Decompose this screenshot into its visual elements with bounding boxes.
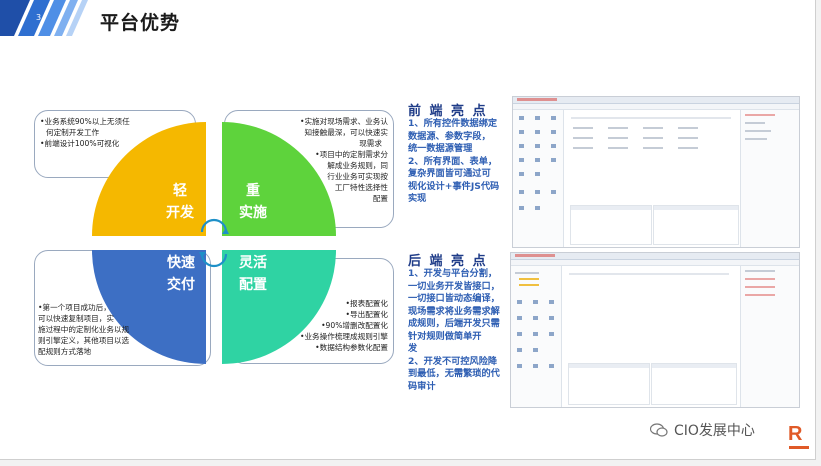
backend-body: 1、开发与平台分割， 一切业务开发皆接口， 一切接口皆动态编译， 现场需求将业务… [408, 268, 500, 392]
quadrant-top-left [92, 122, 206, 236]
header-stripes [0, 0, 88, 36]
text-top-left: •业务系统90%以上无须任 何定制开发工作 •前端设计100%可视化 [40, 117, 130, 148]
company-logo: R [788, 423, 809, 449]
backend-rule-screenshot [510, 252, 800, 408]
center-arc-bottom [200, 253, 228, 268]
quadrant-diagram [92, 122, 336, 364]
frontend-body: 1、所有控件数据绑定 数据源、参数字段， 统一数据源管理 2、所有界面、表单， … [408, 118, 500, 204]
wechat-icon [650, 423, 668, 437]
frontend-designer-screenshot [512, 96, 800, 248]
backend-heading: 后 端 亮 点 [408, 254, 488, 269]
slide-number: 3 [36, 13, 42, 22]
page-title: 平台优势 [100, 12, 181, 34]
quadrant-bottom-left [92, 250, 206, 364]
text-bottom-left: •第一个项目成功后， 可以快速复制项目，实 施过程中的定制化业务以规 则引擎定义… [38, 303, 130, 356]
label-bottom-left: 快速 交付 [167, 255, 195, 293]
center-arc-top [200, 218, 228, 233]
label-top-left: 轻 开发 [166, 183, 194, 221]
text-bottom-right: •报表配置化 •导出配置化 •90%增删改配置化 •业务操作梳理成规则引擎 •数… [299, 299, 388, 352]
text-top-right: •实施对现场需求、业务认 知接触最深，可以快速实 现需求 •项目中的定制需求分 … [299, 117, 388, 203]
quadrant-top-right [222, 122, 336, 236]
svg-text:R: R [788, 423, 803, 445]
watermark: CIO发展中心 [650, 420, 755, 440]
frontend-heading: 前 端 亮 点 [408, 104, 488, 119]
label-bottom-right: 灵活 配置 [239, 255, 267, 293]
quadrant-bottom-right [222, 250, 336, 364]
label-top-right: 重 实施 [239, 183, 267, 221]
